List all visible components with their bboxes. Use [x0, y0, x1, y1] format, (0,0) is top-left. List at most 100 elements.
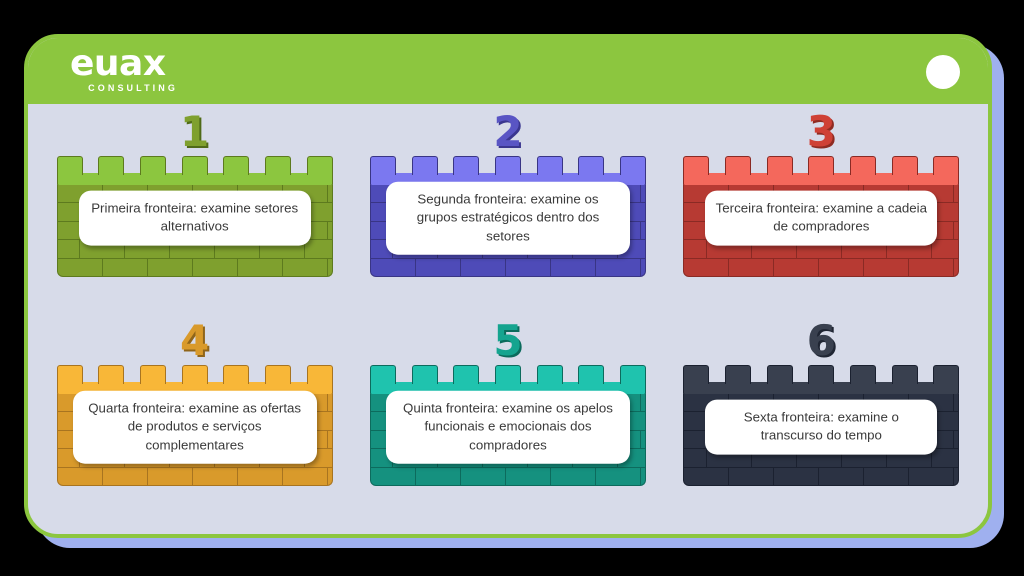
- brick: [954, 222, 958, 239]
- brick: [260, 240, 306, 258]
- brick: [238, 258, 283, 276]
- brick: [641, 185, 645, 202]
- merlon: [56, 156, 83, 175]
- merlon: [933, 365, 960, 384]
- brick: [842, 240, 887, 258]
- frontier-number: 3: [806, 107, 836, 156]
- brick: [506, 467, 551, 485]
- wall-battlements: [683, 365, 960, 395]
- brick: [684, 258, 730, 276]
- brick: [887, 240, 932, 258]
- merlon: [494, 156, 521, 175]
- brick: [193, 258, 238, 276]
- frontier-label: Quarta fronteira: examine as ofertas de …: [72, 390, 317, 464]
- brick: [371, 258, 416, 276]
- merlon: [619, 365, 646, 384]
- brick: [328, 259, 332, 276]
- brand-header: euax CONSULTING: [28, 38, 988, 104]
- brick: [641, 259, 645, 276]
- brick: [887, 449, 932, 467]
- merlon: [849, 365, 876, 384]
- brick: [641, 222, 645, 239]
- merlon: [578, 156, 605, 175]
- castle-wall-icon: Terceira fronteira: examine a cadeia de …: [683, 156, 960, 277]
- brick-row: [684, 240, 959, 259]
- brick: [596, 258, 641, 276]
- brick: [684, 449, 707, 467]
- circle-icon: [926, 55, 960, 89]
- merlon: [683, 156, 710, 175]
- merlon: [453, 365, 480, 384]
- merlon: [223, 365, 250, 384]
- frontier-label: Sexta fronteira: examine o transcurso do…: [705, 399, 938, 455]
- brick: [238, 467, 283, 485]
- brick-row: [57, 258, 332, 276]
- brick: [819, 467, 865, 485]
- brick: [283, 185, 328, 203]
- merlon: [56, 365, 83, 384]
- brick: [932, 449, 959, 466]
- brick: [954, 468, 958, 485]
- brick: [596, 221, 641, 240]
- brick: [707, 240, 752, 258]
- brick: [328, 468, 332, 485]
- brick: [58, 258, 103, 276]
- brick: [283, 258, 328, 276]
- merlon: [411, 156, 438, 175]
- merlon: [98, 156, 125, 175]
- logo-subtitle: CONSULTING: [88, 83, 178, 93]
- brick: [864, 258, 910, 276]
- castle-wall-icon: Primeira fronteira: examine setores alte…: [56, 156, 333, 277]
- wall-battlements: [683, 156, 960, 186]
- frontier-number: 5: [493, 316, 523, 365]
- brick: [909, 185, 955, 203]
- brick: [684, 467, 730, 485]
- merlon: [453, 156, 480, 175]
- frontier-number: 2: [493, 107, 523, 156]
- brick: [774, 258, 820, 276]
- merlon: [536, 156, 563, 175]
- brick: [774, 467, 820, 485]
- brick: [596, 185, 641, 203]
- brick: [797, 449, 842, 467]
- brick: [641, 431, 645, 448]
- merlon: [808, 365, 835, 384]
- brick: [193, 467, 238, 485]
- brick: [596, 467, 641, 485]
- merlon: [891, 365, 918, 384]
- frontier-label: Quinta fronteira: examine os apelos func…: [385, 390, 630, 464]
- brick: [729, 467, 775, 485]
- brick: [416, 467, 461, 485]
- brick: [551, 467, 596, 485]
- brick: [551, 258, 596, 276]
- merlon: [933, 156, 960, 175]
- brick: [148, 467, 193, 485]
- brick-row: [370, 258, 645, 276]
- wall-battlements: [56, 156, 333, 186]
- merlon: [683, 365, 710, 384]
- merlon: [139, 156, 166, 175]
- brick: [641, 468, 645, 485]
- brick-row: [684, 467, 959, 485]
- brick: [909, 467, 955, 485]
- merlon: [724, 156, 751, 175]
- brick: [641, 394, 645, 411]
- brick: [170, 240, 216, 258]
- frontier-label: Segunda fronteira: examine os grupos est…: [385, 181, 630, 255]
- frontier-number: 1: [180, 107, 210, 156]
- brick: [103, 258, 148, 276]
- brick: [707, 449, 752, 467]
- brick: [58, 240, 81, 258]
- merlon: [264, 365, 291, 384]
- brick: [125, 240, 171, 258]
- merlon: [494, 365, 521, 384]
- brick-row: [684, 258, 959, 276]
- merlon: [369, 156, 396, 175]
- castle-wall-icon: Quarta fronteira: examine as ofertas de …: [56, 365, 333, 486]
- merlon: [766, 365, 793, 384]
- brick: [797, 240, 842, 258]
- brick: [58, 467, 103, 485]
